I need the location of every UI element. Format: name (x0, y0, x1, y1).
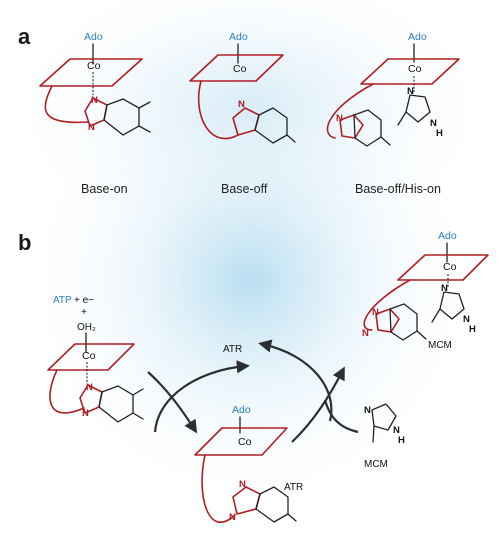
svg-text:N: N (86, 382, 93, 393)
base-off-co-label: Co (233, 63, 247, 75)
his-on-caption: Base-off/His-on (355, 182, 441, 196)
left-co-label: Co (82, 350, 96, 362)
atr-bottom-label: ATR (284, 482, 303, 493)
arrow-to-mcm (291, 366, 345, 443)
arrow-atr-release (153, 360, 250, 433)
svg-text:H: H (436, 128, 443, 139)
right-co-label: Co (443, 261, 457, 273)
corrin-plane (397, 254, 489, 281)
electron-label: + e− (74, 295, 94, 306)
svg-text:N: N (336, 113, 343, 124)
center-ado-label: Ado (232, 404, 251, 416)
corrin-plane (39, 58, 143, 87)
panel-b-letter: b (18, 230, 31, 255)
atr-top-label: ATR (223, 344, 242, 355)
corrin-plane (194, 427, 288, 456)
left-base-on-complex: ATP + e− + OH₂ Co N N (47, 295, 144, 423)
right-ado-label: Ado (438, 230, 457, 242)
center-co-label: Co (238, 436, 252, 448)
svg-text:N: N (364, 405, 371, 416)
arrow-atr-return (258, 339, 333, 422)
arrow-from-free-mcm (323, 399, 359, 434)
svg-text:N: N (393, 425, 400, 436)
his-on-co-label: Co (408, 63, 422, 75)
corrin-plane (360, 58, 460, 85)
corrin-plane (47, 343, 135, 371)
base-off-structure: Ado Co N Base-off (189, 31, 296, 196)
svg-text:N: N (82, 408, 89, 419)
svg-text:N: N (88, 122, 95, 133)
background-glow-b (20, 50, 480, 510)
free-mcm-label: MCM (364, 459, 388, 470)
free-mcm: N N H MCM (364, 403, 405, 470)
svg-text:N: N (238, 99, 245, 110)
base-off-caption: Base-off (221, 182, 268, 196)
svg-text:N: N (463, 314, 470, 325)
svg-text:N: N (441, 283, 448, 294)
water-label: OH₂ (77, 322, 96, 333)
right-his-on-complex: Ado Co N N H MCM N N (362, 230, 489, 351)
svg-text:N: N (91, 95, 98, 106)
arrow-to-center (147, 371, 198, 434)
svg-text:N: N (407, 86, 414, 97)
base-on-structure: Ado Co N N Base-on (39, 31, 151, 196)
right-mcm-label: MCM (428, 340, 452, 351)
base-on-co-label: Co (87, 60, 101, 72)
center-base-off-complex: Ado Co N N (194, 404, 297, 523)
base-on-caption: Base-on (81, 182, 128, 196)
base-on-ado-label: Ado (84, 31, 103, 43)
svg-text:H: H (469, 324, 476, 335)
svg-text:N: N (430, 118, 437, 129)
corrin-plane (189, 54, 284, 82)
svg-text:N: N (362, 328, 369, 339)
panel-a-letter: a (18, 24, 31, 49)
base-off-ado-label: Ado (229, 31, 248, 43)
svg-text:H: H (398, 435, 405, 446)
plus-label: + (81, 307, 87, 318)
svg-text:N: N (229, 512, 236, 523)
his-on-ado-label: Ado (408, 31, 427, 43)
svg-text:N: N (372, 307, 379, 318)
svg-text:N: N (239, 479, 246, 490)
base-off-his-on-structure: Ado Co N N H N Base-off/His-on (326, 31, 460, 196)
atp-label: ATP (53, 295, 72, 306)
